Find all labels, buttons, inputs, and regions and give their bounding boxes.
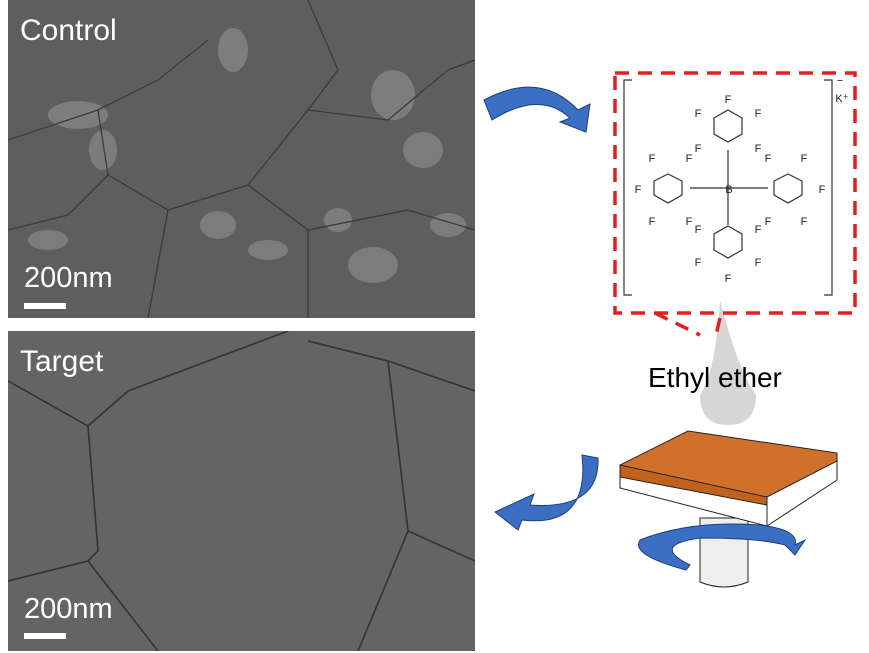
spin-coater [619,430,838,588]
curved-arrow-left-icon [494,454,599,531]
atom-f: F [686,216,693,228]
atom-f: F [695,108,702,120]
atom-f: F [755,224,762,236]
solvent-label: Ethyl ether [648,362,782,393]
atom-f: F [725,273,732,285]
chemical-structure [623,79,833,296]
grain-texture [8,331,475,651]
atom-f: F [801,153,808,165]
highlight-box [613,71,857,337]
panel-label-control: Control [20,14,117,47]
atom-f: F [695,143,702,155]
atom-f: F [765,153,772,165]
atom-f: F [755,143,762,155]
atom-f: F [649,153,656,165]
atom-f: F [695,257,702,269]
atom-f: F [635,184,642,196]
solvent-drop [700,300,756,425]
scale-bar [24,303,66,309]
charge: − [837,75,843,87]
sem-image-control: Control 200nm [8,0,475,318]
scale-bar [24,633,66,639]
atom-f: F [695,224,702,236]
atom-f: F [686,153,693,165]
curved-arrow-right-icon [483,86,591,133]
atom-f: F [801,216,808,228]
atom-f: F [649,216,656,228]
atom-f: F [725,94,732,106]
scale-bar-label: 200nm [24,593,113,625]
atom-f: F [755,257,762,269]
atom-f: F [755,108,762,120]
atom-boron: B [725,184,732,196]
fluorine-atoms: F F F F F F F F F F F F F F F F F F F F [635,94,826,285]
atom-f: F [765,216,772,228]
panel-label-target: Target [20,345,104,378]
sem-image-target: Target 200nm [8,331,475,651]
counter-ion: K⁺ [835,93,848,105]
grain-texture [8,0,475,318]
atom-f: F [819,184,826,196]
scale-bar-label: 200nm [24,262,113,294]
